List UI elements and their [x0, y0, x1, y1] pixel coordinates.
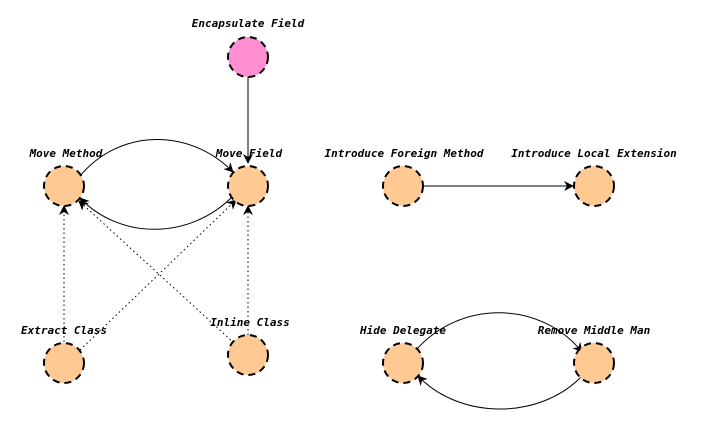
- node-introduce-local-extension[interactable]: Introduce Local Extension: [511, 147, 677, 207]
- edge-remove-middle-man-to-hide-delegate: [417, 375, 583, 410]
- node-circle-introduce-foreign-method: [382, 165, 424, 207]
- node-move-field[interactable]: Move Field: [215, 147, 283, 207]
- node-label-move-field: Move Field: [215, 147, 283, 160]
- node-move-method[interactable]: Move Method: [29, 147, 103, 207]
- node-circle-hide-delegate: [382, 342, 424, 384]
- node-label-encapsulate-field: Encapsulate Field: [192, 17, 305, 30]
- node-encapsulate-field[interactable]: Encapsulate Field: [192, 17, 305, 78]
- edge-move-field-to-move-method: [79, 195, 234, 230]
- node-circle-move-field: [227, 165, 269, 207]
- node-circle-extract-class: [43, 342, 85, 384]
- edges: [59, 77, 583, 410]
- node-label-inline-class: Inline Class: [210, 316, 289, 329]
- node-label-hide-delegate: Hide Delegate: [359, 324, 446, 337]
- edge-move-method-to-move-field: [79, 139, 234, 177]
- node-hide-delegate[interactable]: Hide Delegate: [359, 324, 446, 384]
- node-circle-encapsulate-field: [227, 36, 269, 78]
- node-circle-move-method: [43, 165, 85, 207]
- node-circle-inline-class: [227, 334, 269, 376]
- node-label-introduce-local-extension: Introduce Local Extension: [511, 147, 677, 160]
- node-label-remove-middle-man: Remove Middle Man: [538, 324, 651, 337]
- node-inline-class[interactable]: Inline Class: [210, 316, 290, 376]
- node-extract-class[interactable]: Extract Class: [21, 324, 107, 384]
- node-circle-remove-middle-man: [573, 342, 615, 384]
- edge-extract-class-to-move-field: [79, 199, 237, 351]
- node-introduce-foreign-method[interactable]: Introduce Foreign Method: [325, 147, 484, 207]
- nodes: Encapsulate Field Move Method Move Field…: [21, 17, 677, 384]
- node-label-introduce-foreign-method: Introduce Foreign Method: [325, 147, 484, 160]
- edge-hide-delegate-to-remove-middle-man: [415, 312, 583, 353]
- node-label-move-method: Move Method: [29, 147, 103, 160]
- node-circle-introduce-local-extension: [573, 165, 615, 207]
- node-remove-middle-man[interactable]: Remove Middle Man: [538, 324, 651, 384]
- node-label-extract-class: Extract Class: [21, 324, 107, 337]
